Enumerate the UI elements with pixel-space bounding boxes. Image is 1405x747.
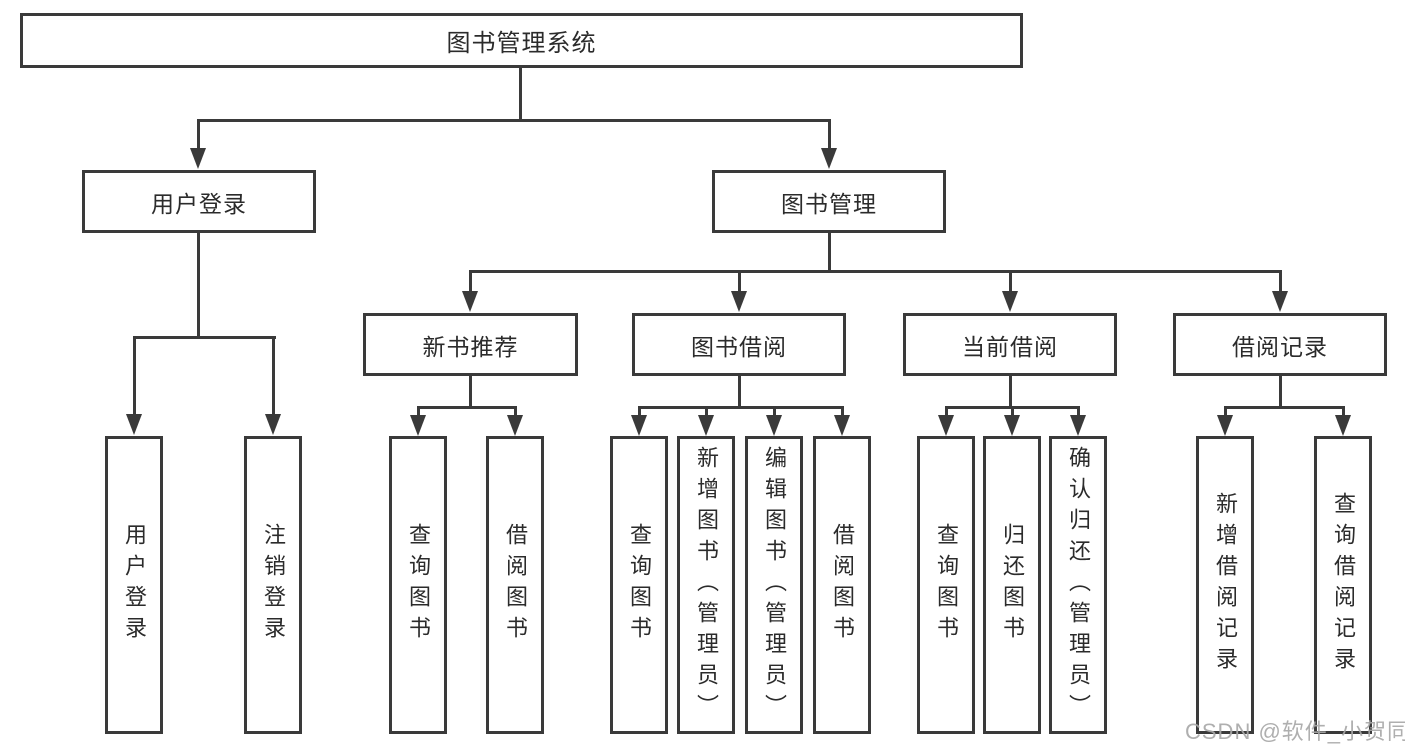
connector-line: [1279, 270, 1282, 292]
connector-line: [1224, 406, 1227, 416]
connector-line: [1342, 406, 1345, 416]
leaf-return-books: 归还图书: [983, 436, 1041, 734]
node-library-system: 图书管理系统: [20, 13, 1023, 68]
connector-line: [417, 406, 517, 409]
node-label: 新书推荐: [422, 333, 519, 360]
connector-line: [638, 406, 844, 409]
leaf-logout: 注销登录: [244, 436, 302, 734]
node-label: 新增借阅记录: [1213, 492, 1238, 678]
arrow-down-icon: [731, 291, 747, 312]
connector-line: [469, 270, 1282, 273]
connector-line: [197, 119, 200, 148]
arrow-down-icon: [766, 415, 782, 436]
leaf-add-borrow-record: 新增借阅记录: [1196, 436, 1254, 734]
connector-line: [1279, 376, 1282, 408]
connector-line: [133, 336, 136, 415]
node-label: 当前借阅: [962, 333, 1058, 360]
connector-line: [519, 68, 522, 121]
node-label: 图书管理系统: [446, 30, 597, 57]
node-label: 图书借阅: [691, 333, 787, 360]
connector-line: [469, 270, 472, 292]
arrow-down-icon: [1335, 415, 1351, 436]
leaf-query-books-borrowing: 查询图书: [610, 436, 668, 734]
connector-line: [272, 336, 275, 415]
connector-line: [417, 406, 420, 416]
arrow-down-icon: [1272, 291, 1288, 312]
connector-line: [1009, 270, 1012, 292]
arrow-down-icon: [410, 415, 426, 436]
node-label: 注销登录: [261, 523, 286, 647]
arrow-down-icon: [821, 148, 837, 169]
node-book-borrowing: 图书借阅: [632, 313, 846, 376]
node-label: 确认归还（管理员）: [1066, 445, 1091, 725]
connector-line: [197, 119, 831, 122]
leaf-query-books-current: 查询图书: [917, 436, 975, 734]
connector-line: [945, 406, 948, 416]
node-book-management: 图书管理: [712, 170, 946, 233]
node-user-login: 用户登录: [82, 170, 316, 233]
arrow-down-icon: [507, 415, 523, 436]
leaf-add-books-admin: 新增图书（管理员）: [677, 436, 735, 734]
arrow-down-icon: [1070, 415, 1086, 436]
connector-line: [1077, 406, 1080, 416]
node-label: 查询图书: [627, 523, 652, 647]
arrow-down-icon: [631, 415, 647, 436]
connector-line: [841, 406, 844, 416]
connector-line: [514, 406, 517, 416]
connector-line: [738, 376, 741, 408]
csdn-watermark: CSDN @软件_小贺同学: [1185, 719, 1405, 744]
leaf-query-borrow-record: 查询借阅记录: [1314, 436, 1372, 734]
connector-line: [773, 406, 776, 416]
arrow-down-icon: [190, 148, 206, 169]
node-label: 归还图书: [1000, 523, 1025, 647]
arrow-down-icon: [938, 415, 954, 436]
node-label: 用户登录: [122, 523, 147, 647]
connector-line: [705, 406, 708, 416]
connector-line: [638, 406, 641, 416]
arrow-down-icon: [265, 414, 281, 435]
node-label: 借阅图书: [503, 523, 528, 647]
leaf-edit-books-admin: 编辑图书（管理员）: [745, 436, 803, 734]
node-label: 查询借阅记录: [1331, 492, 1356, 678]
leaf-confirm-return-admin: 确认归还（管理员）: [1049, 436, 1107, 734]
leaf-user-login: 用户登录: [105, 436, 163, 734]
node-borrowing-records: 借阅记录: [1173, 313, 1387, 376]
connector-line: [1011, 406, 1014, 416]
connector-line: [133, 336, 276, 339]
connector-line: [738, 270, 741, 292]
leaf-borrow-books-recommend: 借阅图书: [486, 436, 544, 734]
arrow-down-icon: [834, 415, 850, 436]
node-label: 用户登录: [151, 190, 247, 217]
connector-line: [828, 233, 831, 272]
node-label: 编辑图书（管理员）: [762, 445, 787, 725]
arrow-down-icon: [698, 415, 714, 436]
node-label: 借阅记录: [1232, 333, 1328, 360]
node-label: 新增图书（管理员）: [694, 445, 719, 725]
arrow-down-icon: [126, 414, 142, 435]
connector-line: [469, 376, 472, 408]
node-label: 图书管理: [781, 190, 877, 217]
arrow-down-icon: [1217, 415, 1233, 436]
leaf-query-books-recommend: 查询图书: [389, 436, 447, 734]
node-label: 借阅图书: [830, 523, 855, 647]
arrow-down-icon: [1004, 415, 1020, 436]
connector-line: [1009, 376, 1012, 408]
arrow-down-icon: [462, 291, 478, 312]
node-label: 查询图书: [934, 523, 959, 647]
leaf-borrow-books: 借阅图书: [813, 436, 871, 734]
node-label: 查询图书: [406, 523, 431, 647]
node-current-borrowing: 当前借阅: [903, 313, 1117, 376]
node-new-book-recommend: 新书推荐: [363, 313, 578, 376]
connector-line: [828, 119, 831, 148]
connector-line: [197, 233, 200, 337]
connector-line: [1224, 406, 1345, 409]
arrow-down-icon: [1002, 291, 1018, 312]
